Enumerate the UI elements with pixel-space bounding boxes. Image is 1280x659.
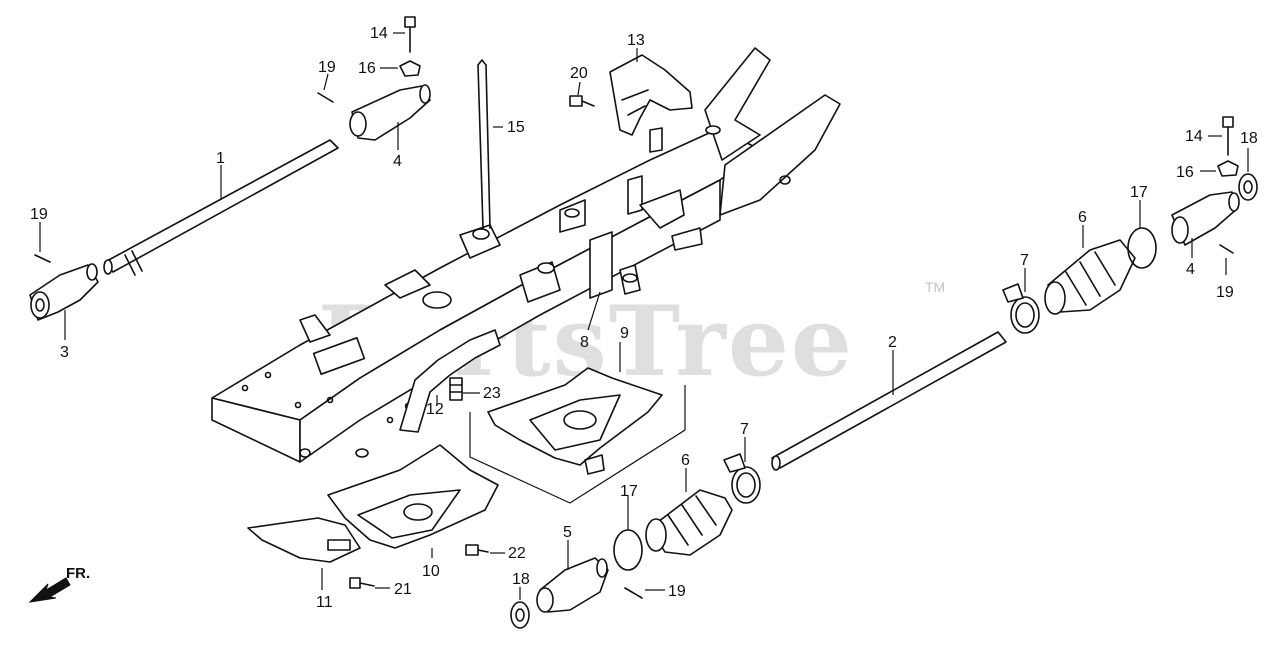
stud-bolt-15 (477, 59, 491, 229)
callout-4-right: 4 (1186, 261, 1195, 278)
callout-6-lower: 6 (681, 452, 690, 469)
bolt-22 (465, 544, 489, 556)
universal-joint-4-left (349, 84, 431, 141)
callout-12: 12 (426, 401, 444, 418)
boot-6-lower (645, 489, 733, 556)
callout-15: 15 (507, 119, 525, 136)
callout-1: 1 (216, 150, 225, 167)
group-bracket-9 (469, 385, 686, 504)
clamp-7-lower (723, 453, 761, 504)
bolt-20 (569, 95, 595, 107)
callout-13: 13 (627, 32, 645, 49)
callout-16-left: 16 (358, 60, 376, 77)
callouts: 1 2 3 4 4 5 6 6 7 7 8 9 10 11 12 13 14 1… (30, 25, 1258, 611)
front-label: FR. (66, 565, 90, 582)
plate-11 (247, 517, 361, 563)
grease-fitting-23 (449, 377, 463, 401)
front-arrow-icon (28, 577, 71, 603)
callout-19-bottom: 19 (668, 583, 686, 600)
front-direction-indicator: FR. (28, 565, 90, 603)
callout-3: 3 (60, 344, 69, 361)
callout-11: 11 (316, 594, 333, 611)
washer-18-lower (510, 601, 530, 629)
callout-2: 2 (888, 334, 897, 351)
callout-19-right: 19 (1216, 284, 1234, 301)
bolt-14-left (404, 16, 416, 53)
universal-joint-3 (29, 263, 99, 321)
drive-shaft-2 (771, 331, 1007, 471)
callout-21: 21 (394, 581, 412, 598)
washer-18-upper (1238, 173, 1258, 201)
main-frame (211, 47, 841, 463)
callout-7-lower: 7 (740, 421, 749, 438)
callout-8: 8 (580, 334, 589, 351)
clamp-7-upper (1002, 283, 1040, 334)
boot-6-upper (1044, 239, 1136, 315)
callout-6-upper: 6 (1078, 209, 1087, 226)
universal-joint-5 (536, 557, 609, 613)
callout-19-top: 19 (318, 59, 336, 76)
universal-joint-4-right (1171, 191, 1240, 246)
bracket-13 (609, 54, 693, 136)
callout-14-left: 14 (370, 25, 388, 42)
callout-14-right: 14 (1185, 128, 1203, 145)
callout-23: 23 (483, 385, 501, 402)
callout-5: 5 (563, 524, 572, 541)
pin-19-left (34, 254, 51, 263)
nut-16-right (1217, 160, 1239, 177)
pin-19-right (1219, 244, 1234, 254)
callout-16-right: 16 (1176, 164, 1194, 181)
pin-19-bottom (624, 587, 643, 599)
pin-19-top (317, 92, 334, 103)
callout-22: 22 (508, 545, 526, 562)
leader-lines (39, 32, 1249, 600)
callout-20: 20 (570, 65, 588, 82)
snap-ring-17-upper (1127, 227, 1157, 269)
bolt-21 (349, 577, 375, 589)
callout-9: 9 (620, 325, 629, 342)
watermark-trademark: TM (925, 279, 945, 295)
callout-18-upper: 18 (1240, 130, 1258, 147)
callout-17-upper: 17 (1130, 184, 1148, 201)
bracket-12 (399, 329, 501, 433)
callout-18-lower: 18 (512, 571, 530, 588)
callout-17-lower: 17 (620, 483, 638, 500)
callout-7-upper: 7 (1020, 252, 1029, 269)
callout-4-left: 4 (393, 153, 402, 170)
skid-plate-10 (327, 444, 499, 549)
nut-16-left (399, 60, 421, 77)
callout-19-left: 19 (30, 206, 48, 223)
snap-ring-17-lower (613, 529, 643, 571)
skid-plate-9 (487, 367, 663, 475)
bolt-14-right (1222, 116, 1234, 156)
drive-shaft-1 (103, 139, 339, 276)
callout-10: 10 (422, 563, 440, 580)
